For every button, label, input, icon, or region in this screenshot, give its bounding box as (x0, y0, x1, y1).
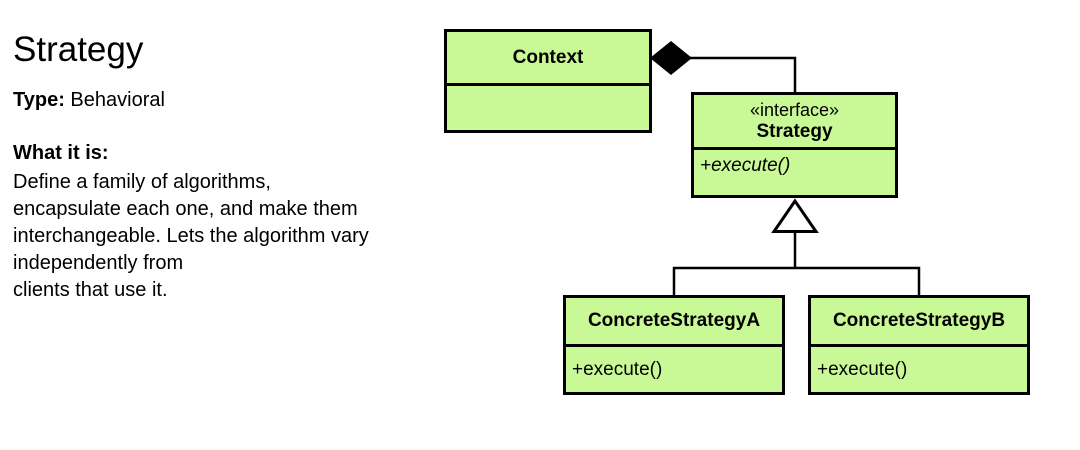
concrete-strategy-a-name: ConcreteStrategyA (587, 310, 761, 331)
concrete-strategy-b-name: ConcreteStrategyB (832, 310, 1006, 331)
inheritance-branch-line (672, 266, 921, 296)
type-line: Type: Behavioral (13, 89, 165, 112)
concrete-strategy-b-box: ConcreteStrategyB +execute() (808, 295, 1030, 395)
strategy-name-compartment: «interface» Strategy (694, 95, 895, 150)
strategy-interface-name: Strategy (756, 120, 833, 142)
description-line: Define a family of algorithms, (13, 171, 271, 193)
interface-stereotype: «interface» (749, 99, 840, 120)
type-value: Behavioral (70, 89, 165, 111)
composition-link-line (690, 56, 797, 95)
strategy-method-compartment: +execute() (694, 150, 895, 195)
concrete-a-method-compartment: +execute() (566, 347, 782, 392)
concrete-strategy-a-box: ConcreteStrategyA +execute() (563, 295, 785, 395)
context-name-compartment: Context (447, 32, 649, 86)
concrete-b-execute-method: +execute() (817, 358, 908, 380)
context-class-name: Context (512, 46, 584, 68)
concrete-a-name-compartment: ConcreteStrategyA (566, 298, 782, 347)
type-label: Type: (13, 89, 65, 111)
description-line: independently from (13, 252, 184, 274)
strategy-execute-method: +execute() (700, 155, 791, 176)
what-it-is-label: What it is: (13, 142, 109, 164)
page-title: Strategy (13, 30, 144, 69)
concrete-b-name-compartment: ConcreteStrategyB (811, 298, 1027, 347)
description-line: interchangeable. Lets the algorithm vary (13, 225, 369, 247)
strategy-interface-box: «interface» Strategy +execute() (691, 92, 898, 198)
context-class-box: Context (444, 29, 652, 133)
inheritance-triangle-icon (771, 198, 819, 233)
concrete-b-method-compartment: +execute() (811, 347, 1027, 392)
description-line: clients that use it. (13, 279, 168, 301)
composition-diamond-icon (650, 41, 692, 75)
context-empty-compartment (447, 86, 649, 130)
pattern-description: Define a family of algorithms, encapsula… (13, 169, 369, 304)
concrete-a-execute-method: +execute() (572, 358, 663, 380)
description-line: encapsulate each one, and make them (13, 198, 358, 220)
